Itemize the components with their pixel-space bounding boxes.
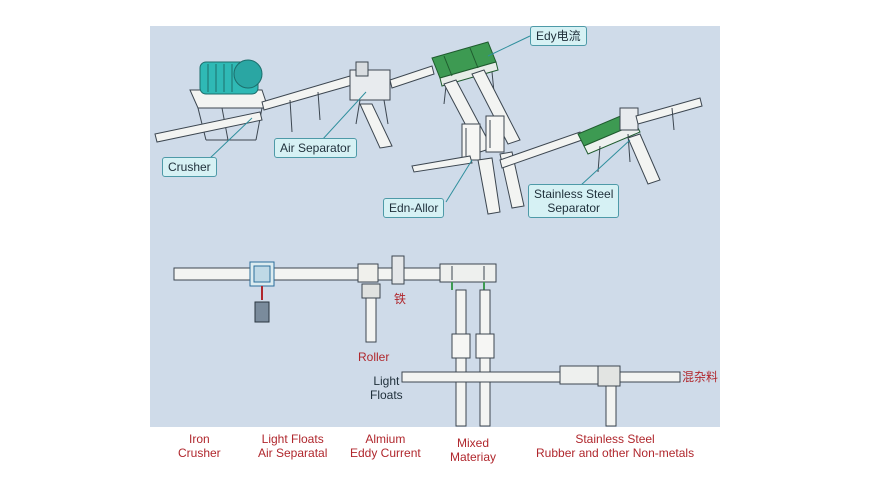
legend-light-floats: Light Floats Air Separatal — [258, 432, 327, 460]
legend-aluminium-line2: Eddy Current — [350, 446, 421, 460]
twin-separators — [461, 115, 505, 161]
legend-stainless-line1: Stainless Steel — [575, 432, 655, 446]
callout-eddy: Edy电流 — [530, 26, 587, 46]
label-iron-cn: 铁 — [394, 292, 407, 306]
legend-mixed-line2: Materiay — [450, 450, 497, 464]
legend-light-floats-line2: Air Separatal — [258, 446, 328, 460]
label-roller: Roller — [358, 350, 390, 364]
label-light-floats-line1: Light — [373, 374, 400, 388]
legend-iron-crusher-line1: Iron — [189, 432, 210, 446]
callout-stainless-line1: Stainless Steel — [534, 187, 614, 201]
callout-stainless-line2: Separator — [547, 201, 601, 215]
callout-crusher: Crusher — [162, 157, 217, 177]
legend-iron-crusher-line2: Crusher — [178, 446, 221, 460]
air-separator-machine — [349, 61, 391, 125]
callout-air-separator: Air Separator — [274, 138, 357, 158]
legend-stainless: Stainless Steel Rubber and other Non-met… — [536, 432, 694, 460]
callout-edn-allor: Edn-Allor — [383, 198, 445, 218]
legend-light-floats-line1: Light Floats — [261, 432, 324, 446]
label-light-floats-line2: Floats — [370, 388, 403, 402]
legend-iron-crusher: Iron Crusher — [178, 432, 221, 460]
plan-view — [173, 255, 681, 427]
incline-conveyor-2 — [389, 65, 435, 89]
legend-aluminium: Almium Eddy Current — [350, 432, 421, 460]
label-mixed-cn: 混杂料 — [682, 370, 719, 384]
legend-aluminium-line1: Almium — [365, 432, 406, 446]
callout-stainless-separator: Stainless Steel Separator — [528, 184, 620, 218]
legend-mixed-line1: Mixed — [457, 436, 490, 450]
stainless-separator-machine — [577, 107, 641, 173]
legend-mixed: Mixed Materiay — [450, 436, 496, 464]
label-light-floats: Light Floats — [370, 374, 403, 402]
incline-conveyor-1 — [261, 75, 353, 111]
feed-conveyor — [154, 111, 263, 143]
legend-stainless-line2: Rubber and other Non-metals — [536, 446, 695, 460]
